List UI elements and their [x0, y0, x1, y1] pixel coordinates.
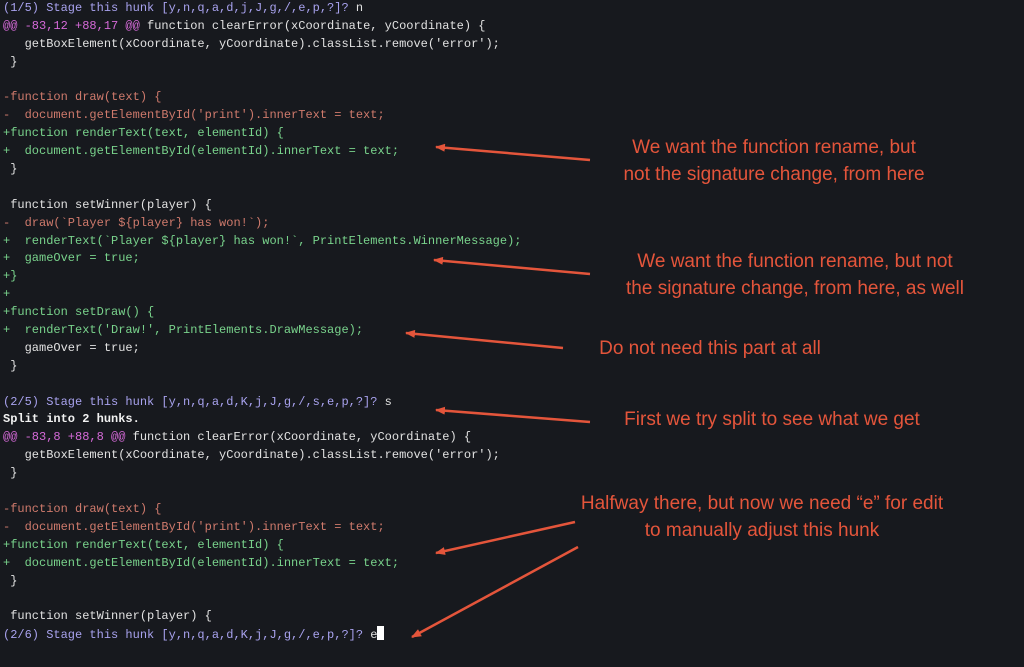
- del-text: -function draw(text) {: [3, 90, 162, 105]
- terminal-line: @@ -83,12 +88,17 @@ function clearError(…: [3, 18, 521, 36]
- add-text: +: [3, 287, 11, 302]
- terminal-line: +function setDraw() {: [3, 304, 521, 322]
- terminal-line: }: [3, 161, 521, 179]
- ctx-text: }: [3, 358, 18, 373]
- annotation-rename-2: We want the function rename, but not the…: [626, 248, 964, 302]
- annotation-not-needed: Do not need this part at all: [599, 335, 821, 362]
- terminal-line: -function draw(text) {: [3, 501, 521, 519]
- hunk-header: @@ -83,8 +88,8 @@: [3, 430, 126, 445]
- hunk-header: @@ -83,12 +88,17 @@: [3, 18, 140, 33]
- terminal-line: gameOver = true;: [3, 340, 521, 358]
- add-text: + renderText(`Player ${player} has won!`…: [3, 233, 522, 248]
- text-cursor[interactable]: [377, 626, 385, 641]
- ctx-text: }: [3, 162, 18, 177]
- ctx-text: n: [355, 1, 364, 15]
- terminal-line: + document.getElementById(elementId).inn…: [3, 143, 521, 161]
- terminal-line: }: [3, 465, 521, 483]
- del-text: - document.getElementById('print').inner…: [3, 519, 385, 534]
- del-text: -function draw(text) {: [3, 501, 162, 516]
- annotation-line: Halfway there, but now we need “e” for e…: [580, 493, 944, 514]
- arrow-3: [405, 329, 564, 350]
- terminal-line: +: [3, 286, 521, 304]
- stage-hunk-prompt: (1/5) Stage this hunk [y,n,q,a,d,j,J,g,/…: [3, 1, 356, 15]
- arrow-1: [435, 143, 591, 162]
- add-text: + renderText('Draw!', PrintElements.Draw…: [3, 323, 364, 338]
- add-text: +function setDraw() {: [3, 305, 155, 320]
- terminal-line: +function renderText(text, elementId) {: [3, 537, 521, 555]
- terminal-line: - document.getElementById('print').inner…: [3, 107, 521, 125]
- stage-hunk-prompt: (2/5) Stage this hunk [y,n,q,a,d,K,j,J,g…: [3, 394, 385, 409]
- annotation-line: not the signature change, from here: [623, 164, 925, 185]
- terminal-line: Split into 2 hunks.: [3, 411, 521, 429]
- annotation-line: We want the function rename, but not: [637, 251, 953, 272]
- terminal-line: +function renderText(text, elementId) {: [3, 125, 521, 143]
- add-text: +function renderText(text, elementId) {: [3, 126, 284, 141]
- ctx-text: s: [384, 394, 392, 409]
- terminal-line: +}: [3, 268, 521, 286]
- terminal-line: - document.getElementById('print').inner…: [3, 519, 521, 537]
- ctx-text: function clearError(xCoordinate, yCoordi…: [125, 430, 472, 445]
- stage-hunk-prompt: (2/6) Stage this hunk [y,n,q,a,d,K,j,J,g…: [3, 628, 371, 643]
- del-text: - draw(`Player ${player} has won!`);: [3, 215, 270, 230]
- info-text: Split into 2 hunks.: [3, 412, 140, 427]
- ctx-text: function setWinner(player) {: [3, 197, 212, 212]
- annotation-line: First we try split to see what we get: [624, 409, 920, 430]
- terminal-line: (2/5) Stage this hunk [y,n,q,a,d,K,j,J,g…: [3, 394, 521, 412]
- terminal-line: (2/6) Stage this hunk [y,n,q,a,d,K,j,J,g…: [3, 626, 521, 644]
- arrow-6: [411, 545, 579, 639]
- terminal-output: (1/5) Stage this hunk [y,n,q,a,d,j,J,g,/…: [3, 0, 521, 644]
- arrow-4: [435, 406, 591, 424]
- ctx-text: e: [370, 628, 378, 643]
- terminal-line: }: [3, 54, 521, 72]
- arrow-5: [435, 520, 576, 555]
- ctx-text: function clearError(xCoordinate, yCoordi…: [139, 18, 486, 33]
- ctx-text: }: [3, 466, 18, 481]
- add-text: + document.getElementById(elementId).inn…: [3, 555, 400, 570]
- add-text: +}: [3, 269, 18, 284]
- annotation-line: We want the function rename, but: [632, 137, 916, 158]
- terminal-line: + renderText('Draw!', PrintElements.Draw…: [3, 322, 521, 340]
- terminal-line: - draw(`Player ${player} has won!`);: [3, 215, 521, 233]
- terminal-line: + gameOver = true;: [3, 250, 521, 268]
- terminal-line: getBoxElement(xCoordinate, yCoordinate).…: [3, 36, 521, 54]
- annotation-split: First we try split to see what we get: [624, 406, 920, 433]
- terminal-line: -function draw(text) {: [3, 89, 521, 107]
- annotation-line: to manually adjust this hunk: [644, 520, 880, 541]
- arrow-2: [433, 256, 591, 276]
- ctx-text: function setWinner(player) {: [3, 609, 212, 624]
- ctx-text: getBoxElement(xCoordinate, yCoordinate).…: [3, 448, 500, 463]
- add-text: +function renderText(text, elementId) {: [3, 537, 284, 552]
- annotation-edit: Halfway there, but now we need “e” for e…: [581, 490, 943, 544]
- terminal-line: function setWinner(player) {: [3, 197, 521, 215]
- del-text: - document.getElementById('print').inner…: [3, 108, 385, 123]
- terminal-line: + renderText(`Player ${player} has won!`…: [3, 233, 521, 251]
- terminal-line: @@ -83,8 +88,8 @@ function clearError(xC…: [3, 429, 521, 447]
- add-text: + document.getElementById(elementId).inn…: [3, 144, 400, 159]
- annotation-line: the signature change, from here, as well: [626, 278, 964, 299]
- annotation-line: Do not need this part at all: [599, 338, 821, 359]
- ctx-text: }: [3, 573, 18, 588]
- ctx-text: getBoxElement(xCoordinate, yCoordinate).…: [3, 36, 500, 51]
- terminal-line: }: [3, 358, 521, 376]
- terminal-line: function setWinner(player) {: [3, 608, 521, 626]
- terminal-line: (1/5) Stage this hunk [y,n,q,a,d,j,J,g,/…: [3, 0, 521, 18]
- terminal-line: }: [3, 573, 521, 591]
- add-text: + gameOver = true;: [3, 251, 140, 266]
- ctx-text: gameOver = true;: [3, 340, 140, 355]
- annotation-rename-1: We want the function rename, but not the…: [623, 134, 924, 188]
- terminal-line: getBoxElement(xCoordinate, yCoordinate).…: [3, 447, 521, 465]
- ctx-text: }: [3, 54, 18, 69]
- terminal-line: + document.getElementById(elementId).inn…: [3, 555, 521, 573]
